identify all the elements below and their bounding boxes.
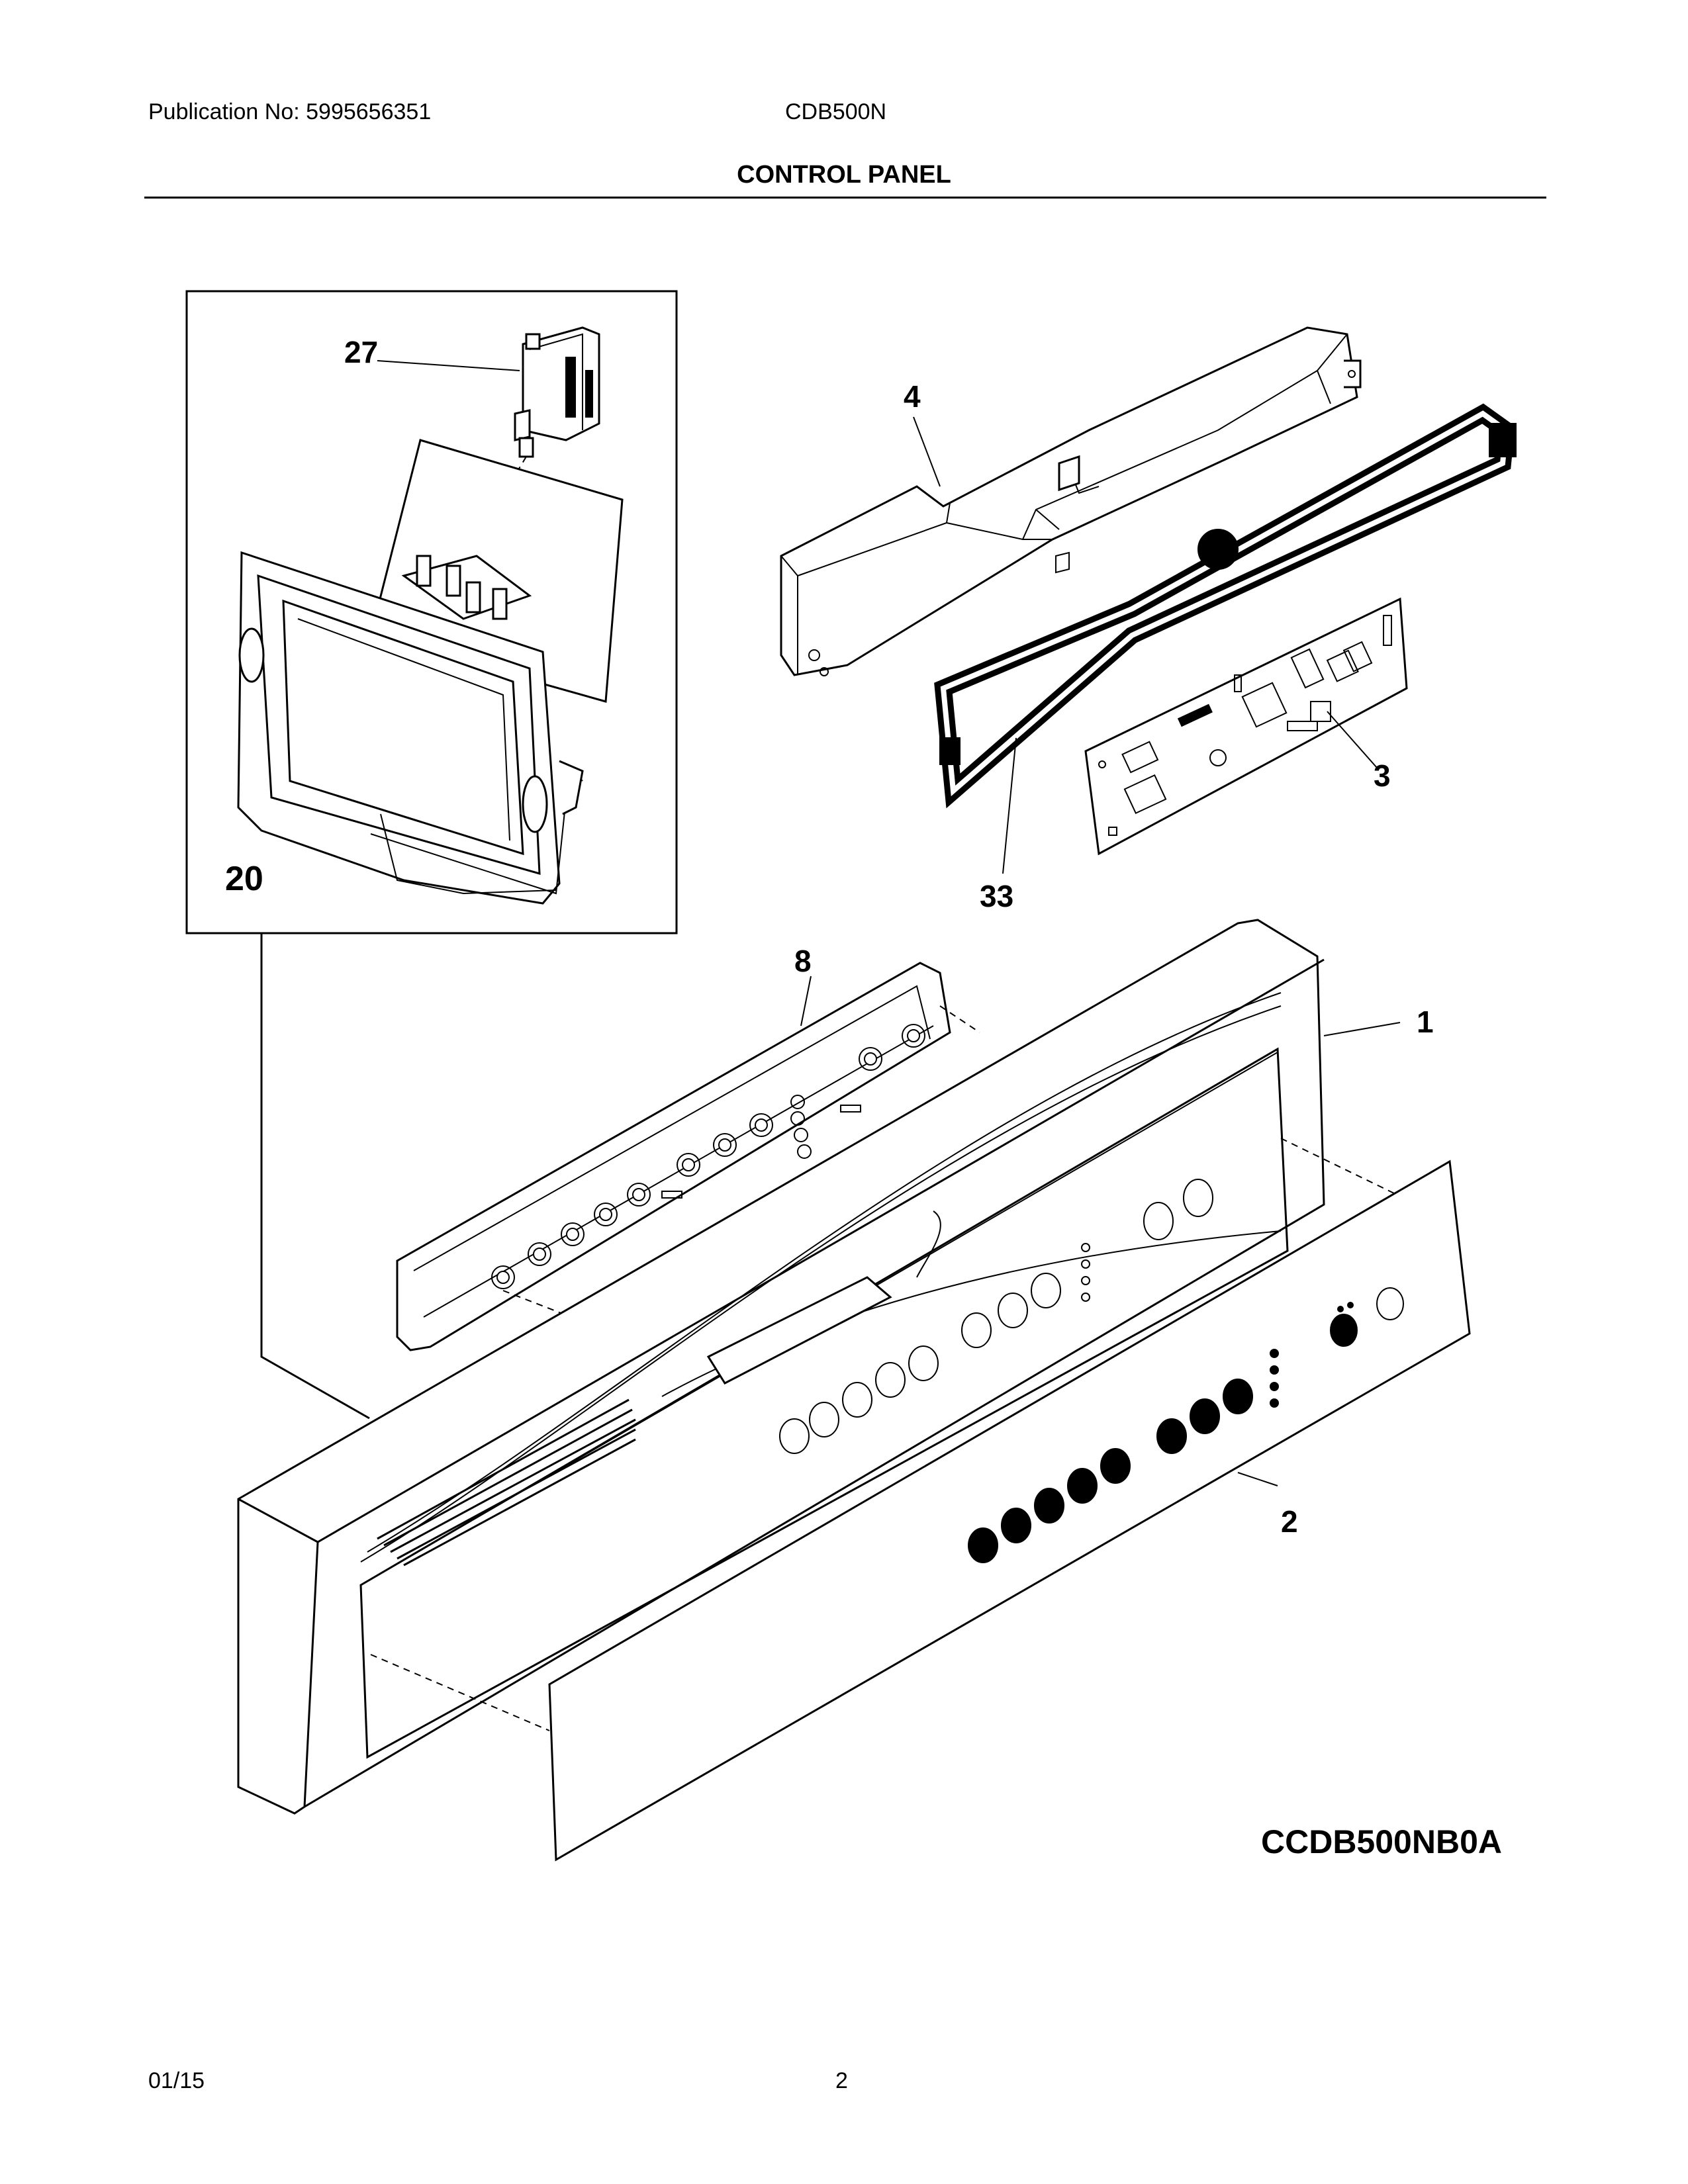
callout-20: 20	[225, 860, 263, 898]
publication-number: Publication No: 5995656351	[148, 99, 432, 124]
page-title: CONTROL PANEL	[737, 161, 951, 189]
page-number: 2	[835, 2068, 848, 2093]
header-rule	[144, 197, 1546, 199]
part-1-control-panel	[237, 919, 1397, 1815]
callout-8: 8	[794, 944, 812, 978]
leader-lines	[377, 360, 1401, 1486]
part-4-housing	[780, 326, 1362, 676]
callout-27: 27	[344, 335, 378, 369]
callout-33: 33	[980, 879, 1013, 913]
part-2-overlay	[548, 1160, 1471, 1862]
part-20-dispenser	[237, 439, 624, 905]
callout-4: 4	[904, 379, 921, 414]
diagram-code: CCDB500NB0A	[1261, 1823, 1502, 1860]
part-8-button-board	[396, 962, 980, 1351]
callout-3: 3	[1374, 758, 1391, 793]
callout-1: 1	[1417, 1005, 1434, 1039]
callout-2: 2	[1281, 1504, 1298, 1539]
model-number: CDB500N	[785, 99, 887, 124]
part-27-switch	[449, 326, 600, 583]
part-3-circuit-board	[1084, 597, 1408, 856]
part-33-gasket	[934, 403, 1517, 809]
inset-box	[185, 290, 678, 1420]
footer-date: 01/15	[148, 2068, 205, 2093]
